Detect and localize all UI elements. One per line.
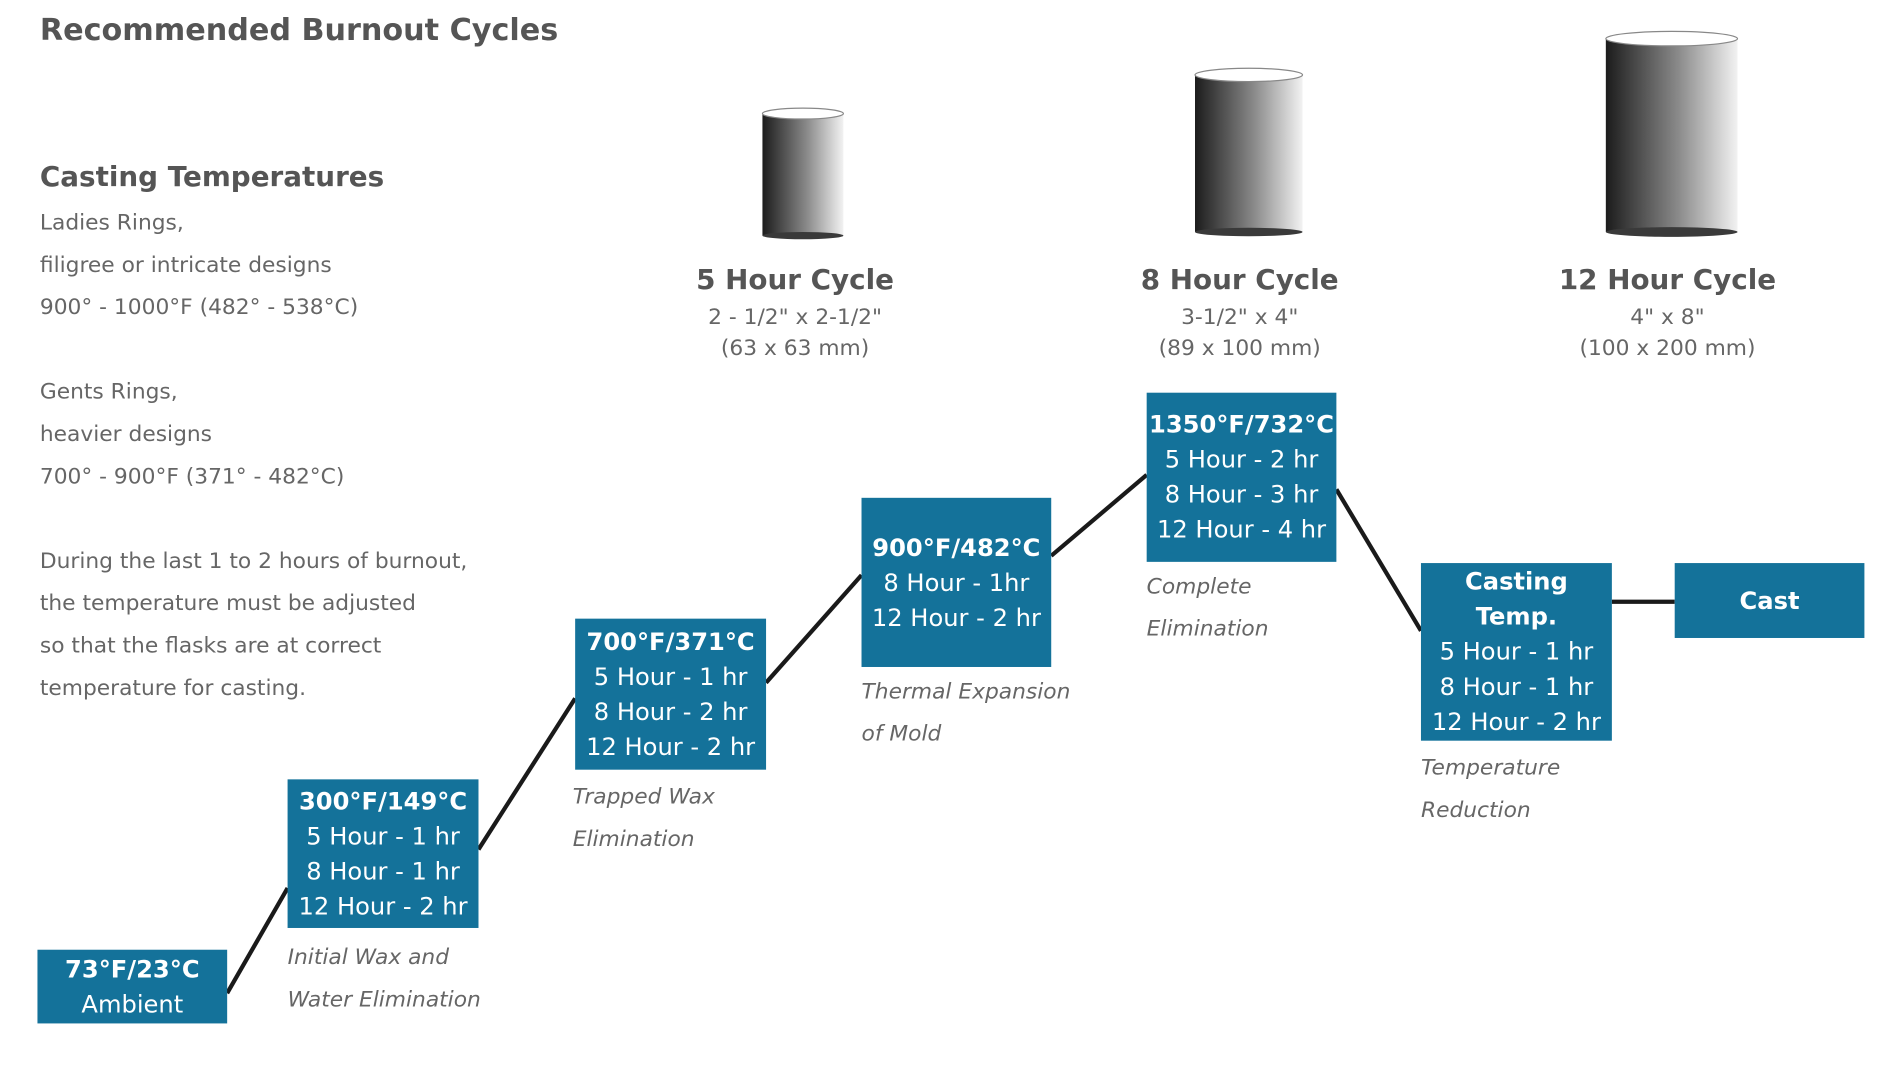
step-time: 5 Hour - 1 hr bbox=[306, 821, 460, 851]
ct-line: so that the flasks are at correct bbox=[39, 633, 382, 659]
step-time: 5 Hour - 2 hr bbox=[1164, 444, 1319, 474]
step-900f-caption: Thermal Expansion of Mold bbox=[862, 671, 1071, 756]
connector-2 bbox=[476, 697, 577, 851]
step-heading: Temp. bbox=[1475, 601, 1558, 631]
step-900f-box: 900°F/482°C 8 Hour - 1hr 12 Hour - 2 hr bbox=[861, 497, 1052, 667]
step-time: 12 Hour - 4 hr bbox=[1157, 514, 1327, 544]
step-700f-box: 700°F/371°C 5 Hour - 1 hr 8 Hour - 2 hr … bbox=[575, 618, 767, 770]
step-time: 8 Hour - 3 hr bbox=[1164, 479, 1319, 509]
caption-line: Thermal Expansion bbox=[861, 679, 1071, 705]
connector-1 bbox=[225, 887, 290, 995]
step-time: 8 Hour - 2 hr bbox=[593, 696, 748, 726]
step-1350f-caption: Complete Elimination bbox=[1147, 565, 1269, 650]
step-time: 5 Hour - 1 hr bbox=[1439, 636, 1594, 666]
ct-line: 900° - 1000°F (482° - 538°C) bbox=[39, 294, 359, 321]
step-300f-caption: Initial Wax and Water Elimination bbox=[288, 936, 481, 1021]
step-time: 12 Hour - 2 hr bbox=[586, 731, 756, 761]
step-300f-box: 300°F/149°C 5 Hour - 1 hr 8 Hour - 1 hr … bbox=[287, 779, 479, 928]
flask-8-hour-dimensions: 3-1/2" x 4" bbox=[1181, 304, 1299, 330]
step-heading: Cast bbox=[1739, 585, 1800, 615]
flask-12-hour-dimensions-mm: (100 x 200 mm) bbox=[1579, 335, 1756, 362]
step-time: 5 Hour - 1 hr bbox=[593, 661, 748, 691]
caption-line: Trapped Wax bbox=[572, 784, 715, 810]
step-time: 8 Hour - 1 hr bbox=[306, 856, 460, 886]
caption-line: of Mold bbox=[861, 721, 942, 747]
connector-5 bbox=[1334, 488, 1423, 632]
flask-medium-icon bbox=[1194, 67, 1304, 237]
ct-line: Ladies Rings, bbox=[39, 210, 184, 236]
step-casting-temp-caption: Temperature Reduction bbox=[1421, 747, 1560, 832]
step-1350f-box: 1350°F/732°C 5 Hour - 2 hr 8 Hour - 3 hr… bbox=[1146, 392, 1337, 562]
caption-line: Water Elimination bbox=[287, 987, 481, 1013]
step-temperature: 300°F/149°C bbox=[298, 785, 468, 815]
step-ambient-box: 73°F/23°C Ambient bbox=[37, 949, 228, 1024]
step-temperature: 900°F/482°C bbox=[872, 532, 1041, 562]
step-700f-caption: Trapped Wax Elimination bbox=[573, 776, 715, 861]
connector-4 bbox=[1049, 473, 1149, 558]
caption-line: Reduction bbox=[1420, 797, 1531, 823]
flask-5-hour-dimensions-mm: (63 x 63 mm) bbox=[720, 335, 870, 362]
flask-5-hour-title: 5 Hour Cycle bbox=[696, 264, 895, 297]
step-time: 8 Hour - 1hr bbox=[883, 567, 1030, 597]
caption-line: Elimination bbox=[1146, 616, 1269, 642]
page-title: Recommended Burnout Cycles bbox=[39, 12, 559, 48]
caption-line: Initial Wax and bbox=[287, 944, 450, 971]
step-temperature: 1350°F/732°C bbox=[1149, 409, 1335, 439]
step-temperature: 700°F/371°C bbox=[586, 626, 755, 656]
flask-8-hour-dimensions-mm: (89 x 100 mm) bbox=[1158, 335, 1321, 362]
step-time: 12 Hour - 2 hr bbox=[1431, 706, 1601, 736]
flask-12-hour-dimensions: 4" x 8" bbox=[1630, 304, 1705, 330]
ct-line: Gents Rings, bbox=[39, 379, 178, 405]
step-cast-box: Cast bbox=[1674, 563, 1865, 638]
caption-line: Temperature bbox=[1420, 755, 1561, 781]
caption-line: Elimination bbox=[572, 826, 695, 852]
ct-line: temperature for casting. bbox=[39, 675, 307, 701]
connector-lines bbox=[225, 30, 1739, 995]
ct-line: 700° - 900°F (371° - 482°C) bbox=[39, 463, 345, 490]
connector-3 bbox=[764, 573, 864, 685]
flask-8-hour-title: 8 Hour Cycle bbox=[1140, 264, 1339, 297]
casting-temperatures-heading: Casting Temperatures bbox=[39, 161, 385, 194]
flask-5-hour-dimensions: 2 - 1/2" x 2-1/2" bbox=[708, 304, 883, 330]
ct-line: During the last 1 to 2 hours of burnout, bbox=[39, 548, 468, 574]
ct-line: heavier designs bbox=[39, 421, 213, 448]
step-label: Ambient bbox=[81, 988, 184, 1018]
flask-large-icon bbox=[1605, 30, 1739, 237]
step-casting-temp-box: Casting Temp. 5 Hour - 1 hr 8 Hour - 1 h… bbox=[1420, 563, 1612, 741]
caption-line: Complete bbox=[1146, 573, 1252, 600]
step-temperature: 73°F/23°C bbox=[65, 953, 200, 983]
ct-line: filigree or intricate designs bbox=[39, 252, 332, 278]
flask-small-icon bbox=[761, 107, 844, 240]
flask-12-hour-title: 12 Hour Cycle bbox=[1558, 264, 1777, 297]
ct-line: the temperature must be adjusted bbox=[39, 590, 416, 617]
step-heading: Casting bbox=[1465, 566, 1568, 596]
step-time: 8 Hour - 1 hr bbox=[1439, 671, 1594, 701]
step-time: 12 Hour - 2 hr bbox=[871, 602, 1041, 632]
step-time: 12 Hour - 2 hr bbox=[298, 891, 468, 921]
